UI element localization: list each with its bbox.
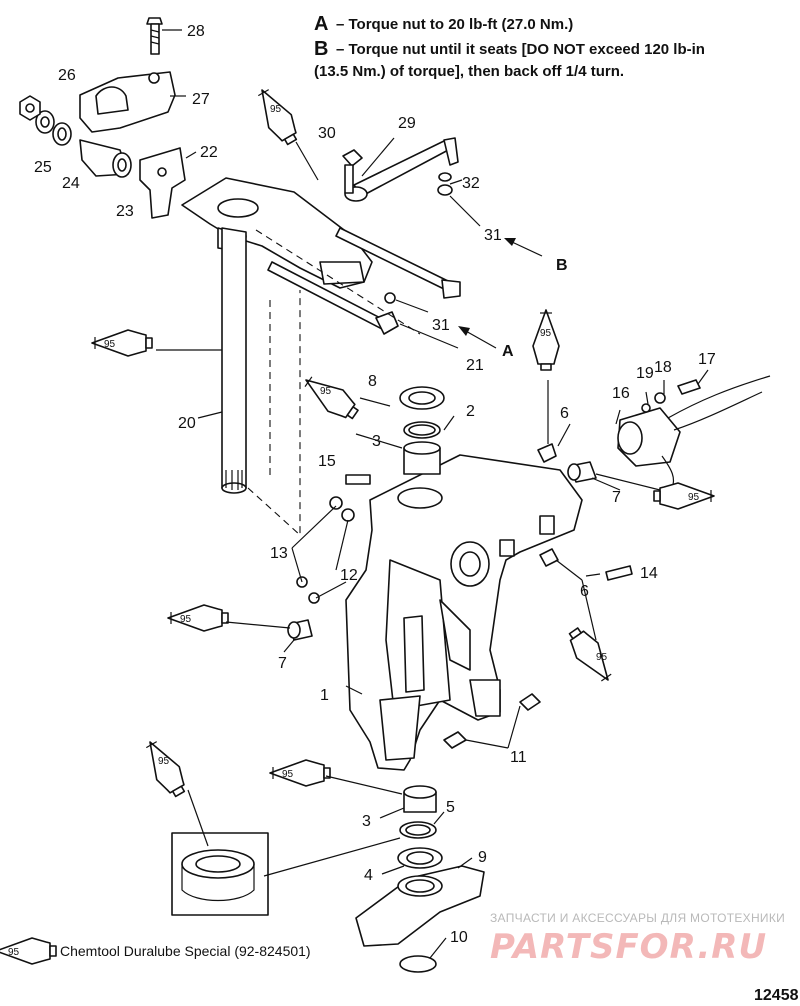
legend-text: Chemtool Duralube Special (92-824501) <box>60 943 311 959</box>
marker-arrows <box>458 238 543 349</box>
watermark-line1: ЗАПЧАСТИ И АКСЕССУАРЫ ДЛЯ МОТОТЕХНИКИ <box>490 911 785 925</box>
tube-label: 95 <box>180 614 192 625</box>
callout-22: 22 <box>200 144 218 161</box>
callout-18: 18 <box>654 359 672 376</box>
callout-30: 30 <box>318 125 336 142</box>
callout-31b: 31 <box>432 317 450 334</box>
diagram-id: 12458 <box>754 987 799 1004</box>
tube-label: 95 <box>270 104 282 115</box>
callout-2: 2 <box>466 403 475 420</box>
callout-15: 15 <box>318 453 336 470</box>
marker-a: A <box>502 343 514 360</box>
steering-arm <box>181 177 461 494</box>
callout-20: 20 <box>178 415 196 432</box>
callout-11: 11 <box>510 749 527 766</box>
callout-17: 17 <box>698 351 716 368</box>
tube-label: 95 <box>540 328 552 339</box>
callout-21: 21 <box>466 357 484 374</box>
callouts: 28 26 27 22 25 24 23 30 29 32 31 B 31 21… <box>34 23 716 946</box>
callout-31a: 31 <box>484 227 502 244</box>
callout-5: 5 <box>446 799 455 816</box>
note-b-text-line2: (13.5 Nm.) of torque], then back off 1/4… <box>314 63 624 80</box>
callout-26: 26 <box>58 67 76 84</box>
callout-23: 23 <box>116 203 134 220</box>
tube-label: 95 <box>282 769 294 780</box>
watermark-line2: PARTSFOR.RU <box>490 927 767 967</box>
note-a-text: – Torque nut to 20 lb-ft (27.0 Nm.) <box>336 16 573 33</box>
callout-28: 28 <box>187 23 205 40</box>
callout-7a: 7 <box>612 489 621 506</box>
callout-3b: 3 <box>362 813 371 830</box>
tube-label: 95 <box>320 386 332 397</box>
callout-32: 32 <box>462 175 480 192</box>
callout-8: 8 <box>368 373 377 390</box>
link-rod-assembly <box>342 137 459 202</box>
marker-b: B <box>556 257 568 274</box>
tube-label: 95 <box>596 652 608 663</box>
callout-9: 9 <box>478 849 487 866</box>
tube-label: 95 <box>158 756 170 767</box>
callout-4: 4 <box>364 867 373 884</box>
callout-6a: 6 <box>560 405 569 422</box>
legend: 95 Chemtool Duralube Special (92-824501) <box>0 937 311 965</box>
callout-16: 16 <box>612 385 630 402</box>
note-b-text-line1: – Torque nut until it seats [DO NOT exce… <box>336 41 705 58</box>
callout-19: 19 <box>636 365 654 382</box>
small-parts <box>171 375 771 973</box>
lube-tubes: 95 95 95 95 95 95 95 95 95 <box>91 82 715 802</box>
callout-14: 14 <box>640 565 658 582</box>
leader-lines <box>156 29 709 959</box>
callout-1: 1 <box>320 687 329 704</box>
swivel-bracket <box>345 454 583 771</box>
callout-29: 29 <box>398 115 416 132</box>
callout-6b: 6 <box>580 583 589 600</box>
callout-25: 25 <box>34 159 52 176</box>
callout-7b: 7 <box>278 655 287 672</box>
note-b-letter: B <box>314 38 328 60</box>
callout-3a: 3 <box>372 433 381 450</box>
tube-label: 95 <box>688 492 700 503</box>
clamp-assembly <box>19 17 186 219</box>
note-a-letter: A <box>314 13 328 35</box>
callout-12: 12 <box>340 567 358 584</box>
callout-10: 10 <box>450 929 468 946</box>
tube-label: 95 <box>104 339 116 350</box>
callout-13: 13 <box>270 545 288 562</box>
legend-tube-label: 95 <box>8 947 20 958</box>
callout-24: 24 <box>62 175 80 192</box>
callout-27: 27 <box>192 91 210 108</box>
